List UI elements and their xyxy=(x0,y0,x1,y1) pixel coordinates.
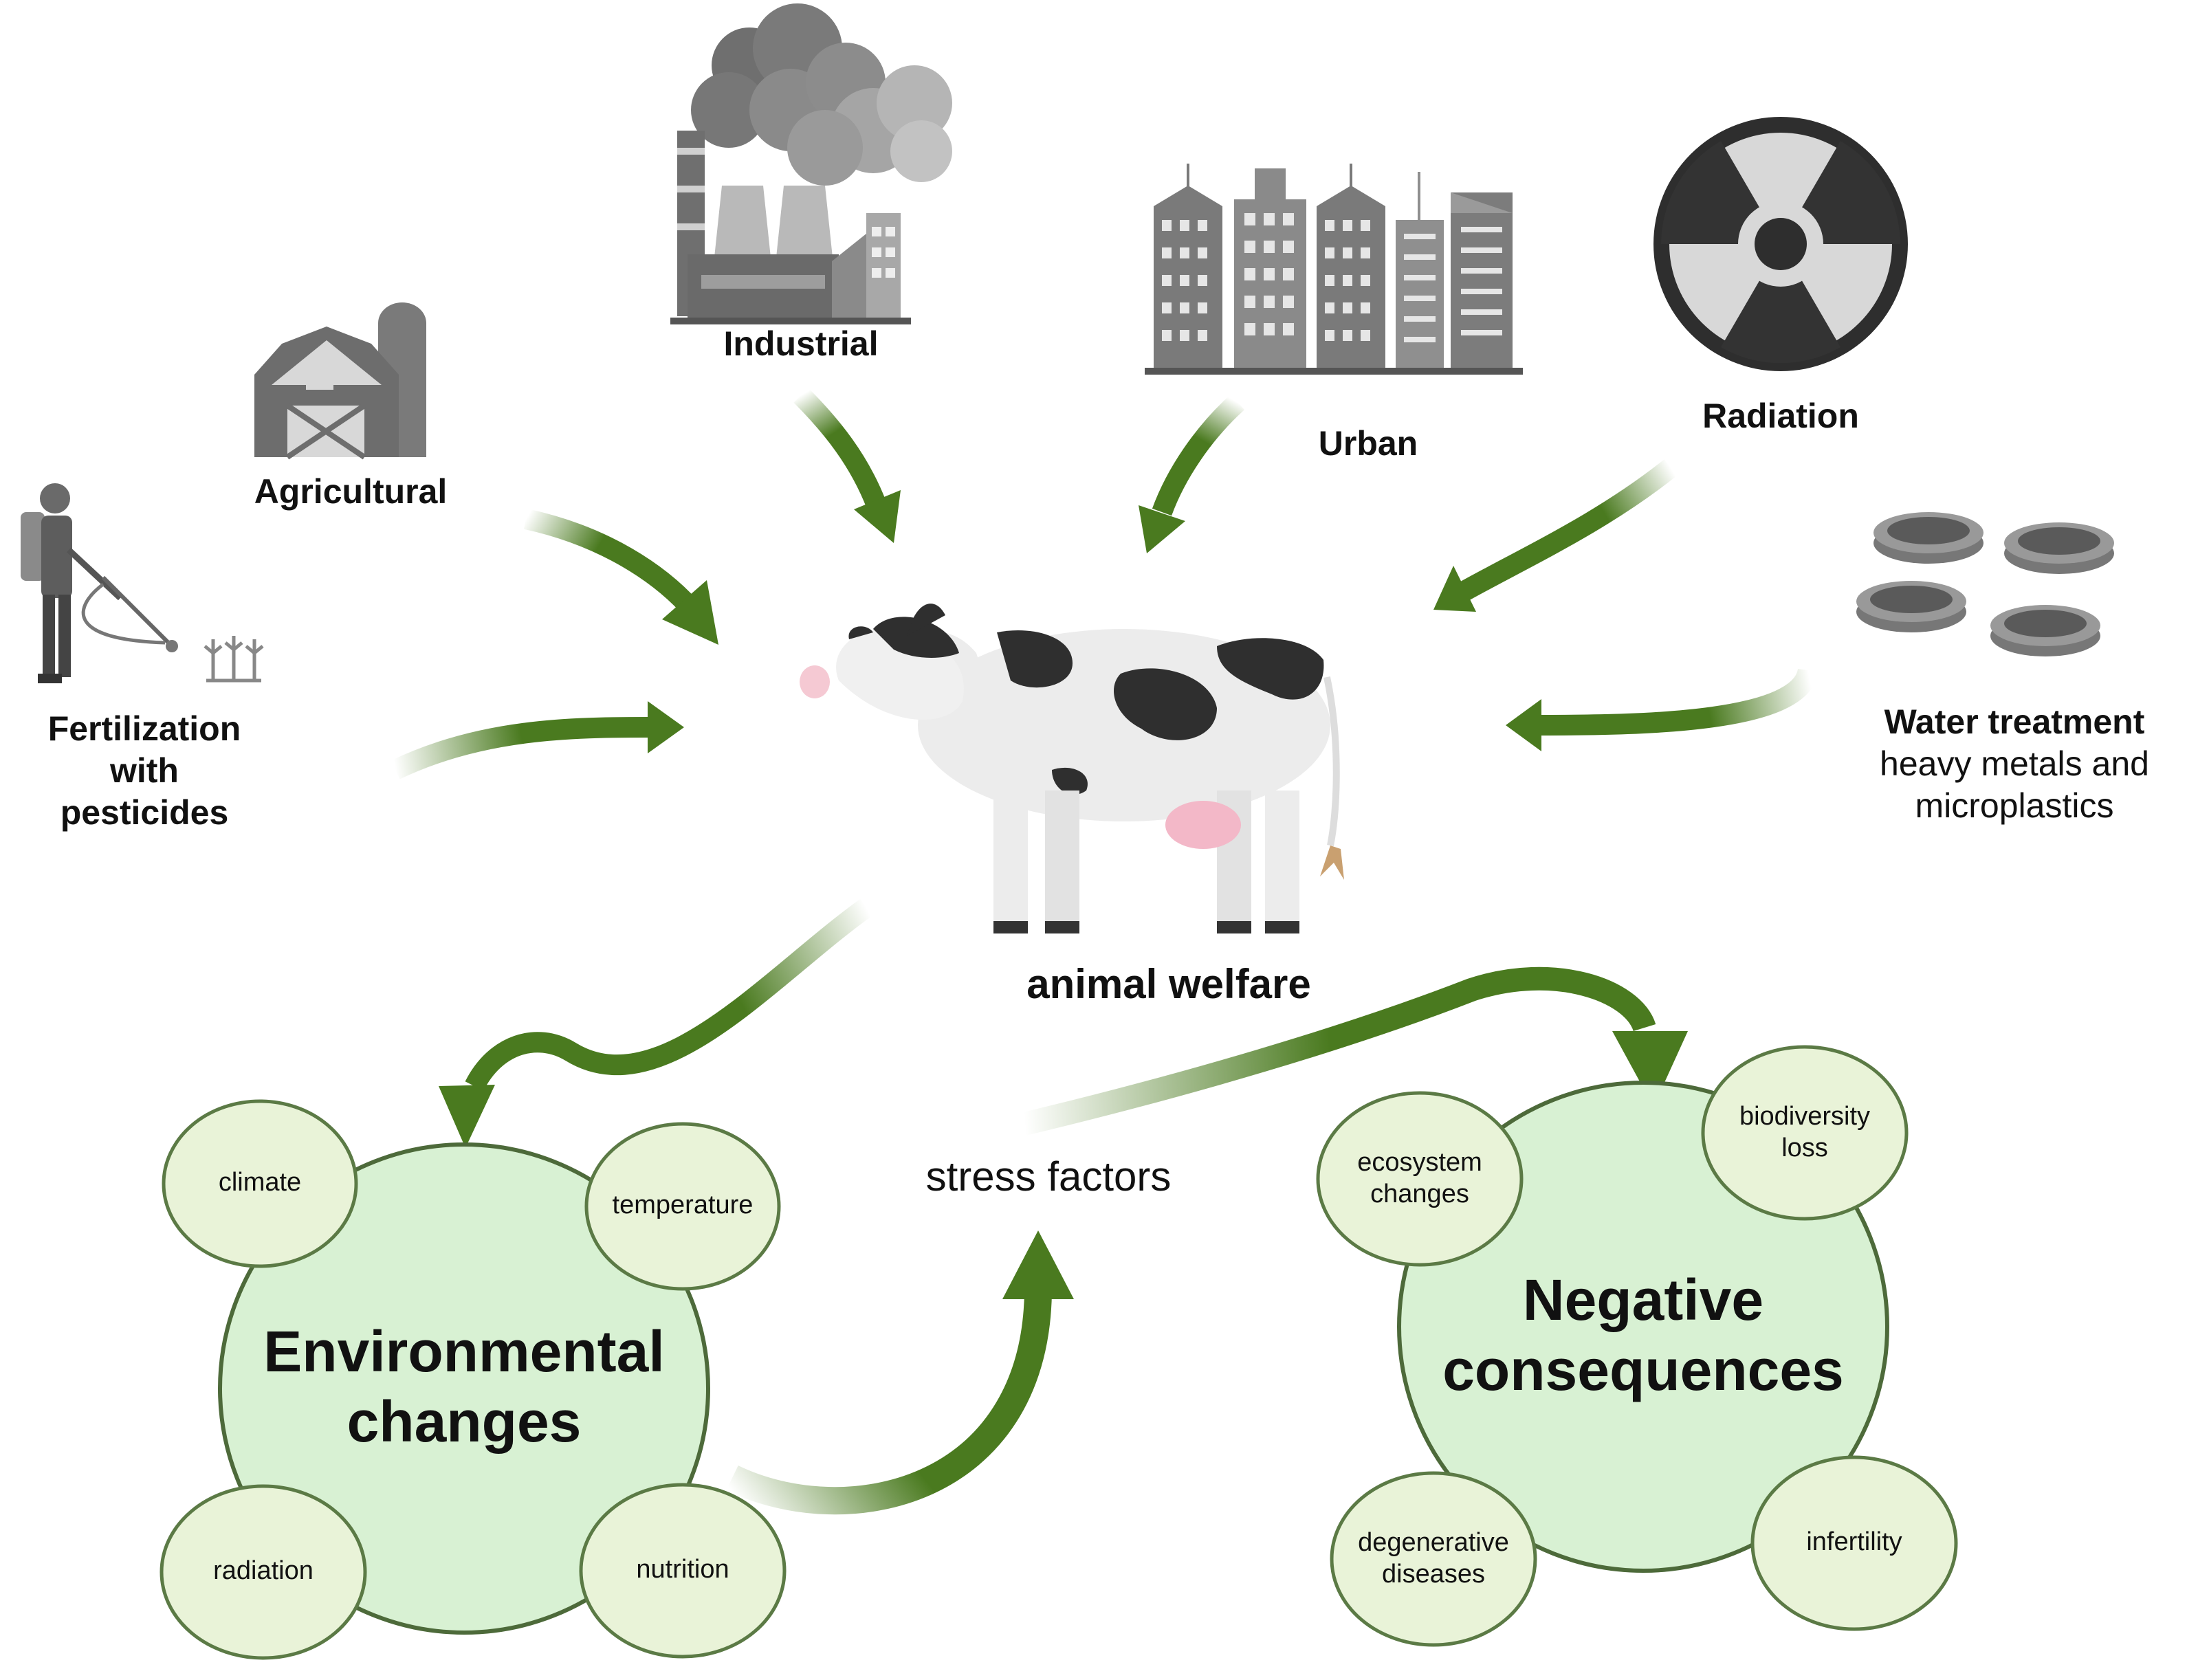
water-treatment-label: Water treatment heavy metals and micropl… xyxy=(1846,701,2183,827)
infertility-circle xyxy=(1750,1455,1958,1631)
radiation-circle xyxy=(160,1484,367,1660)
cow-icon xyxy=(800,604,1344,933)
arrow-urban xyxy=(1139,394,1245,553)
negative-consequences-title: Negative consequences xyxy=(1442,1268,1844,1403)
temperature-circle xyxy=(584,1122,781,1291)
ecosystem-changes-circle xyxy=(1316,1091,1524,1267)
degenerative-diseases-circle xyxy=(1330,1471,1537,1647)
urban-label: Urban xyxy=(1318,424,1418,463)
water-treatment-title: Water treatment xyxy=(1884,703,2145,741)
arrow-industrial xyxy=(793,388,901,543)
radiation-source-label: Radiation xyxy=(1702,397,1859,435)
infertility-label: infertility xyxy=(1806,1527,1902,1556)
industrial-label: Industrial xyxy=(723,324,879,363)
water-treatment-sub: microplastics xyxy=(1915,786,2114,825)
petri-dish-icon xyxy=(1856,512,2114,656)
factor-circles xyxy=(160,1045,1958,1660)
arrow-water-treatment xyxy=(1506,667,1818,751)
climate-label: climate xyxy=(218,1168,302,1197)
nutrition-label: nutrition xyxy=(636,1555,729,1584)
nutrition-circle xyxy=(579,1483,787,1659)
temperature-label: temperature xyxy=(612,1191,754,1219)
arrow-fertilization xyxy=(391,701,684,780)
biodiversity-loss-label: biodiversity loss xyxy=(1739,1102,1871,1162)
arrow-to-stress xyxy=(726,1230,1074,1515)
arrow-radiation xyxy=(1433,459,1678,612)
biodiversity-loss-circle xyxy=(1701,1045,1909,1221)
fertilization-line: Fertilization xyxy=(47,709,241,748)
arrow-agricultural xyxy=(523,509,718,645)
arrow-to-environmental xyxy=(439,898,872,1148)
agricultural-label: Agricultural xyxy=(254,472,448,511)
fertilization-line: pesticides xyxy=(60,793,229,832)
environmental-changes-title: Environmental changes xyxy=(263,1319,665,1455)
degenerative-diseases-label: degenerative diseases xyxy=(1358,1528,1509,1589)
fertilization-line: with xyxy=(110,751,179,790)
city-icon xyxy=(1145,164,1523,375)
radiation-item-label: radiation xyxy=(213,1556,314,1585)
fertilization-label: Fertilization with pesticides xyxy=(14,708,275,834)
factory-icon xyxy=(670,3,952,324)
climate-circle xyxy=(162,1099,358,1268)
environmental-changes-circle xyxy=(218,1142,710,1635)
arrow-to-negative xyxy=(1022,966,1688,1136)
ecosystem-changes-label: ecosystem changes xyxy=(1357,1148,1482,1208)
animal-welfare-label: animal welfare xyxy=(1026,961,1311,1007)
farmer-sprayer-icon xyxy=(21,483,264,683)
water-treatment-sub: heavy metals and xyxy=(1880,744,2149,783)
radiation-icon xyxy=(1653,117,1908,371)
stress-factors-label: stress factors xyxy=(925,1153,1172,1200)
barn-icon xyxy=(254,302,426,460)
